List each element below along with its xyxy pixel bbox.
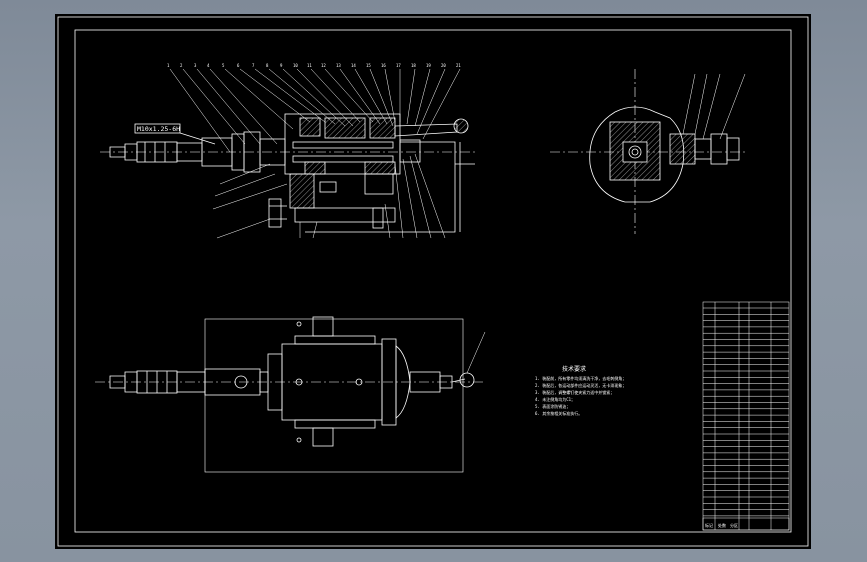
sheet-outer-border <box>57 16 809 547</box>
front-section-view <box>100 113 475 233</box>
title-block-footer: 处数 <box>718 522 726 528</box>
sheet-inner-border <box>74 29 792 533</box>
tech-req-item: 4. 未注倒角均为C1； <box>535 396 575 402</box>
svg-text:8: 8 <box>266 63 269 68</box>
svg-text:21: 21 <box>456 63 461 68</box>
plan-view <box>95 316 486 473</box>
svg-text:17: 17 <box>396 63 401 68</box>
svg-text:3: 3 <box>194 63 197 68</box>
svg-text:19: 19 <box>426 63 431 68</box>
svg-text:13: 13 <box>336 63 341 68</box>
svg-text:1: 1 <box>167 63 170 68</box>
tech-req-item: 5. 表面涂防锈油； <box>535 403 570 409</box>
svg-text:2: 2 <box>180 63 183 68</box>
side-view <box>550 69 746 234</box>
title-block-footer: 分区 <box>730 522 738 528</box>
thread-callout: M10x1.25-6H <box>134 123 216 145</box>
svg-text:5: 5 <box>222 63 225 68</box>
tech-req-item: 2. 装配后，各运动部件应运动灵活，无卡滞现象； <box>535 382 626 388</box>
leader-lines-top <box>169 68 461 153</box>
technical-requirements: 技术要求 1. 装配前，所有零件均须清洗干净，去毛刺倒角； 2. 装配后，各运动… <box>535 365 626 416</box>
svg-text:9: 9 <box>280 63 283 68</box>
svg-text:4: 4 <box>207 63 210 68</box>
svg-text:16: 16 <box>381 63 386 68</box>
svg-text:6: 6 <box>237 63 240 68</box>
svg-text:18: 18 <box>411 63 416 68</box>
bom-table: 标记 处数 分区 <box>702 301 790 531</box>
leader-lines-bottom <box>212 153 446 239</box>
svg-text:14: 14 <box>351 63 356 68</box>
svg-text:10: 10 <box>293 63 298 68</box>
svg-text:15: 15 <box>366 63 371 68</box>
svg-text:7: 7 <box>252 63 255 68</box>
title-block-footer: 标记 <box>705 522 713 528</box>
thread-callout-text: M10x1.25-6H <box>137 125 180 133</box>
tech-req-title: 技术要求 <box>562 365 586 373</box>
tech-req-item: 1. 装配前，所有零件均须清洗干净，去毛刺倒角； <box>535 375 626 381</box>
svg-text:11: 11 <box>307 63 312 68</box>
svg-text:20: 20 <box>441 63 446 68</box>
tech-req-item: 3. 装配后，调整螺钉使夹紧力适中并锁紧； <box>535 389 614 395</box>
tech-req-item: 6. 其余按相关标准执行。 <box>535 410 582 416</box>
svg-text:12: 12 <box>321 63 326 68</box>
